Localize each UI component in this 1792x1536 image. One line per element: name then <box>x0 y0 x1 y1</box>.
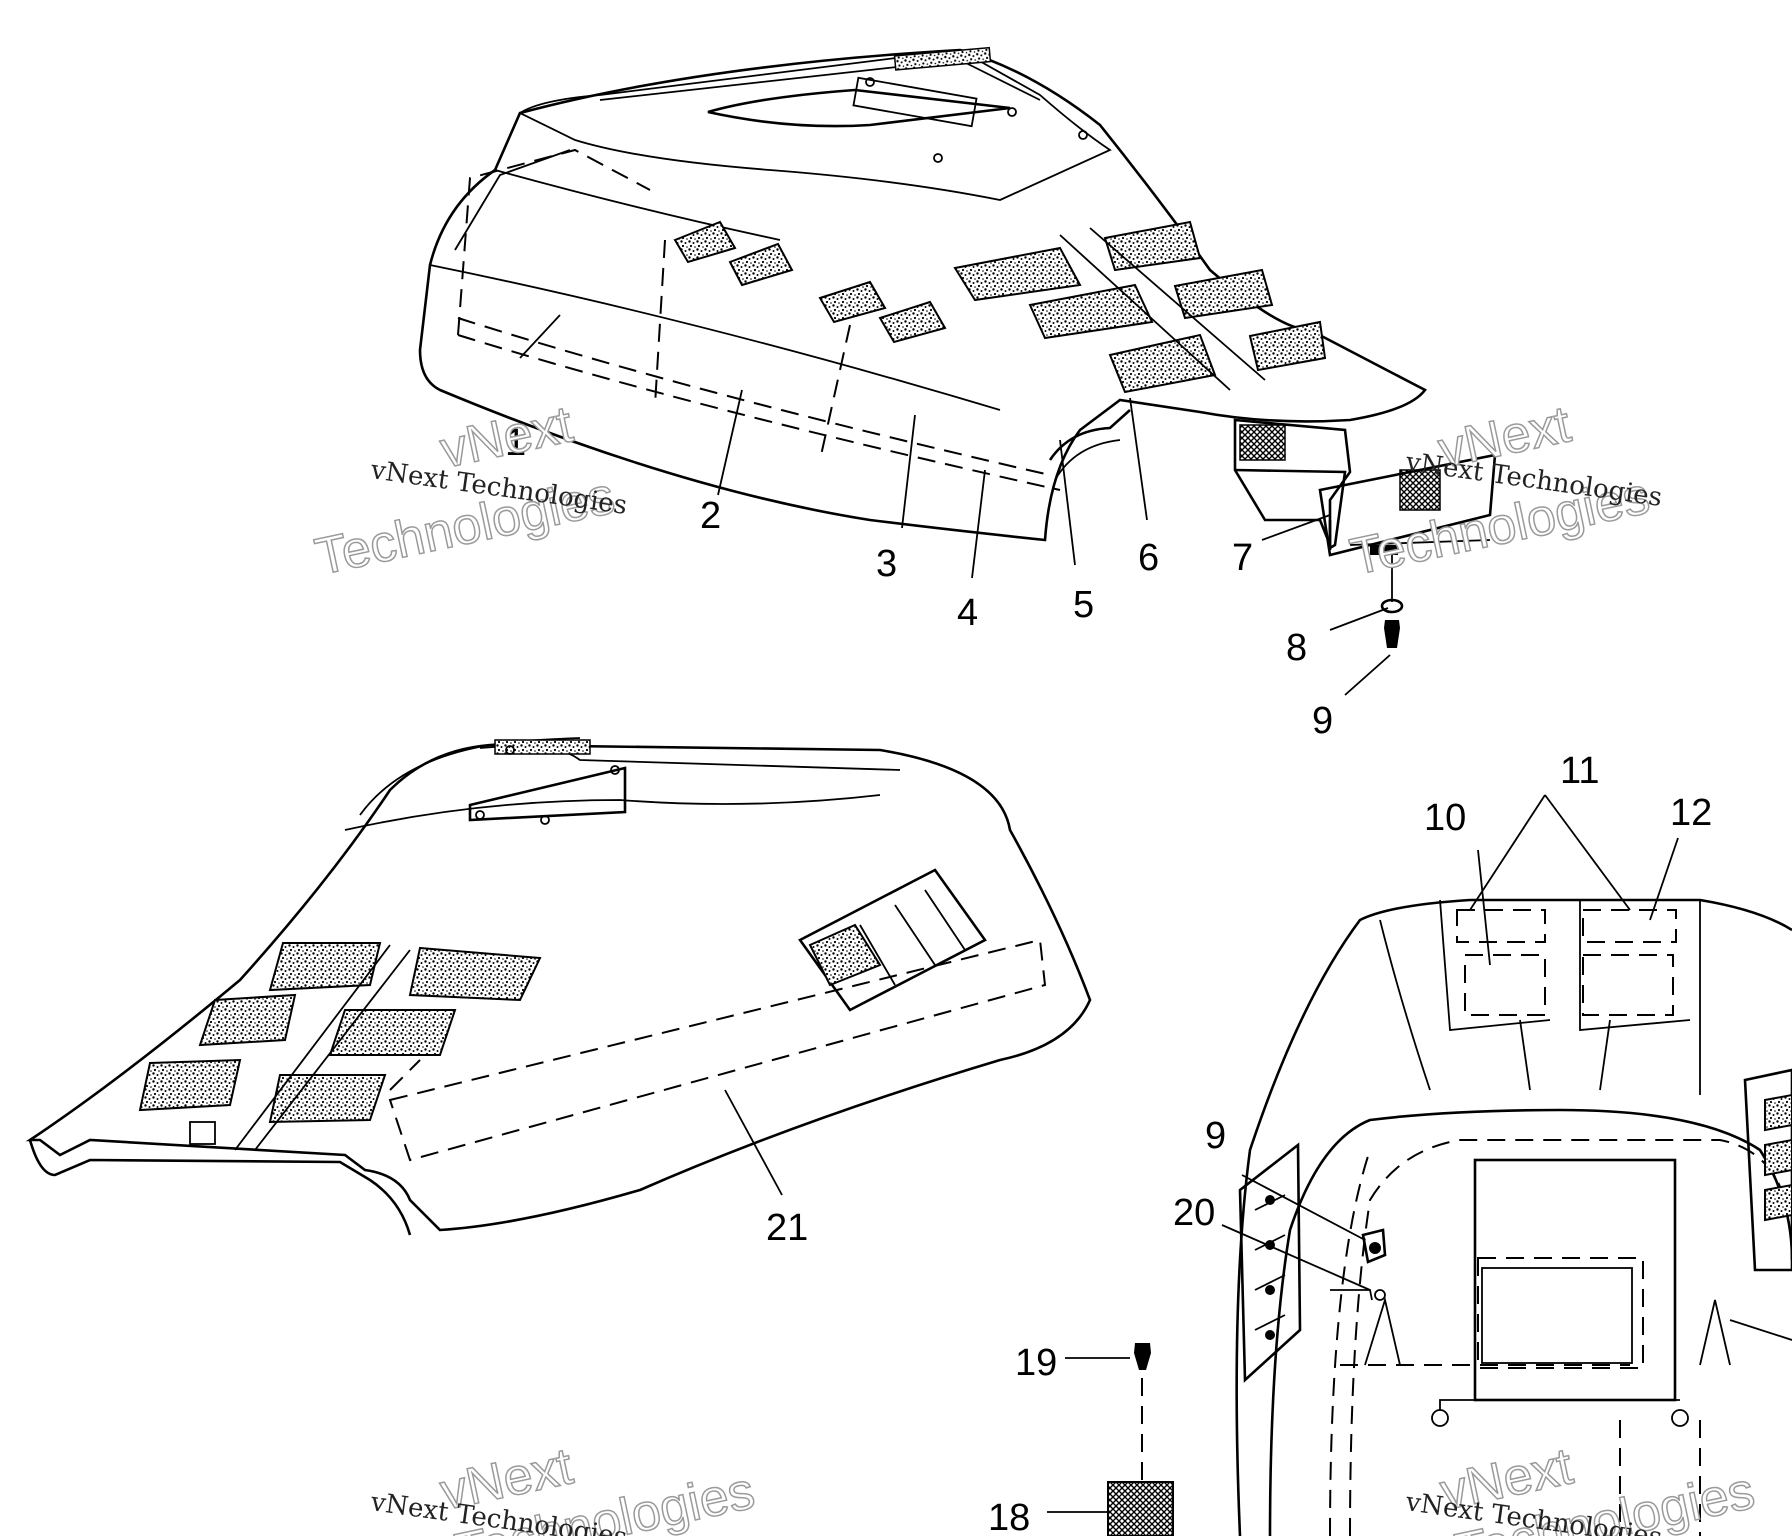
hood-middle-view <box>25 737 1092 1236</box>
vent-grille-left-group <box>673 220 947 344</box>
callout-11: 11 <box>1560 750 1599 792</box>
callout-2: 2 <box>700 495 721 537</box>
vent-grille-middle-group <box>138 942 542 1151</box>
callout-10: 10 <box>1424 797 1466 839</box>
callout-6: 6 <box>1138 537 1159 579</box>
air-intake-box <box>1233 418 1497 557</box>
callout-18: 18 <box>988 1497 1030 1536</box>
hood-top-view <box>418 46 1427 542</box>
leader-lines <box>519 314 1792 1513</box>
callout-9-bottom: 9 <box>1205 1115 1226 1157</box>
vent-grille-right-group <box>953 220 1327 394</box>
hood-top-down-view <box>1235 898 1792 1536</box>
callout-3: 3 <box>876 543 897 585</box>
side-louvers-right <box>1743 1068 1792 1272</box>
side-louvers-left <box>1238 1142 1302 1383</box>
callout-4: 4 <box>957 592 978 634</box>
callout-21: 21 <box>766 1207 808 1249</box>
callout-20: 20 <box>1173 1192 1215 1234</box>
screen-and-screw <box>1107 1343 1174 1536</box>
callout-7: 7 <box>1232 537 1253 579</box>
callout-9-top: 9 <box>1312 700 1333 742</box>
callout-5: 5 <box>1073 584 1094 626</box>
callout-12: 12 <box>1670 792 1712 834</box>
callout-8: 8 <box>1286 627 1307 669</box>
side-vent <box>798 868 987 1012</box>
callout-labels: 1 2 3 4 5 6 7 8 9 21 10 11 12 9 20 19 18 <box>505 422 1712 1536</box>
callout-19: 19 <box>1015 1342 1057 1384</box>
fastener-washer-screw <box>1380 555 1404 648</box>
callout-1: 1 <box>505 422 526 464</box>
